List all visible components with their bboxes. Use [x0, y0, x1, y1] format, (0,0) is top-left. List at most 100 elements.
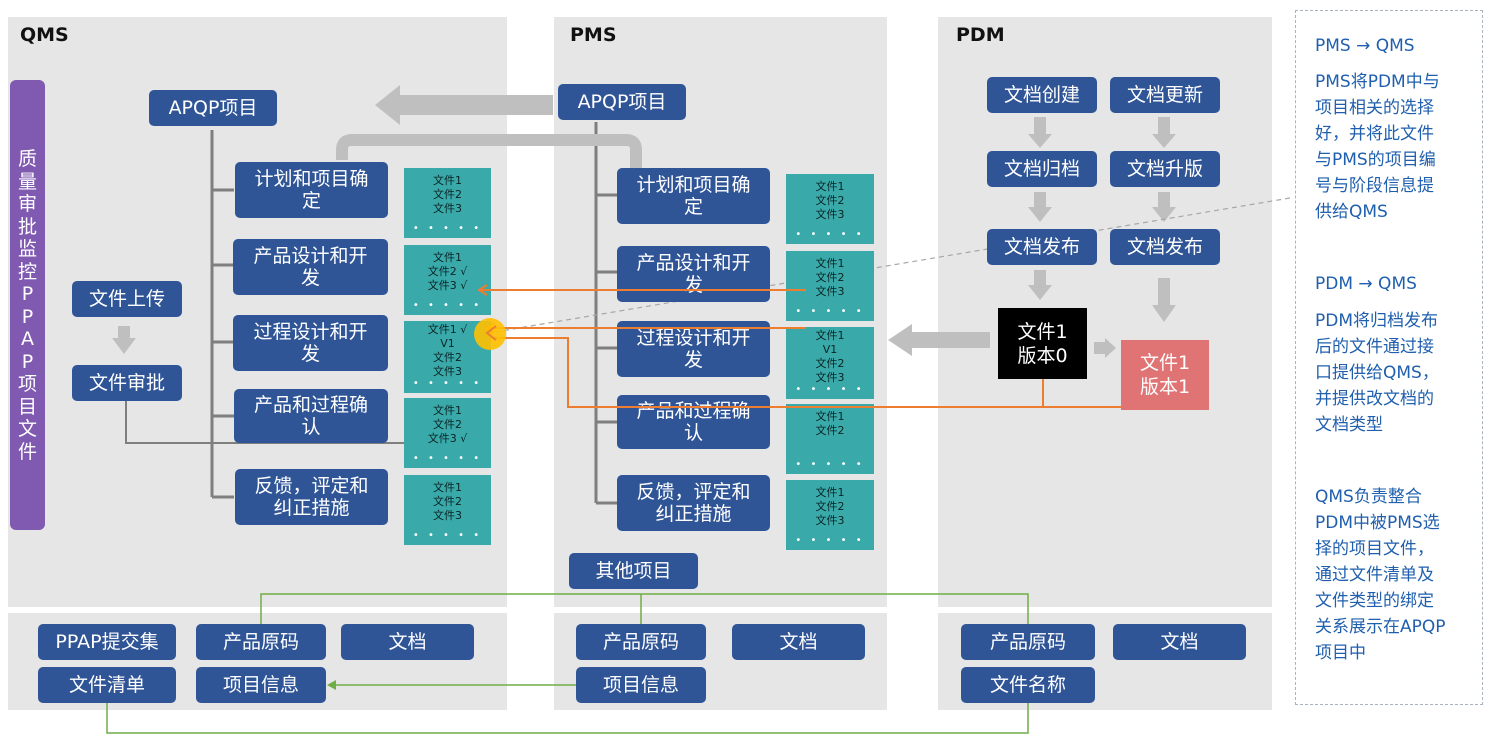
vertical-char: A — [21, 328, 34, 350]
vertical-char: P — [21, 283, 34, 305]
pms-phase-plan[interactable]: 计划和项目确 定 — [617, 168, 770, 224]
doc-more-dots: • • • • • — [795, 384, 865, 395]
doc-entry: 文件3 — [815, 208, 845, 221]
pms-phase-process-design[interactable]: 过程设计和开 发 — [617, 321, 770, 377]
pms-phase-feedback[interactable]: 反馈，评定和 纠正措施 — [617, 475, 770, 531]
pms-product-code[interactable]: 产品原码 — [576, 624, 706, 660]
doc-entry: 文件3 — [433, 365, 462, 378]
qms-phase-process-design[interactable]: 过程设计和开 发 — [233, 315, 388, 371]
doc-more-dots: • • • • • — [795, 535, 865, 546]
qms-product-code[interactable]: 产品原码 — [196, 624, 326, 660]
doc-more-dots: • • • • • — [412, 378, 483, 389]
pdm-title: PDM — [956, 24, 1005, 46]
doc-more-dots: • • • • • — [795, 306, 865, 317]
pdm-panel — [938, 17, 1272, 607]
qms-title: QMS — [20, 24, 69, 46]
pdm-doc-upgrade[interactable]: 文档升版 — [1110, 151, 1220, 187]
qms-file-list[interactable]: 文件清单 — [38, 667, 176, 703]
pdm-doc-update[interactable]: 文档更新 — [1110, 77, 1220, 113]
vertical-char: 批 — [17, 215, 37, 238]
file-upload-box[interactable]: 文件上传 — [72, 281, 182, 317]
doc-entry: 文件3 — [815, 285, 845, 298]
doc-entry: 文件1 — [433, 174, 462, 187]
note-2-body: PDM将归档发布 后的文件通过接 口提供给QMS， 并提供改文档的 文档类型 — [1315, 311, 1439, 435]
pms-apqp-project[interactable]: APQP项目 — [558, 84, 686, 120]
qms-phase-validation[interactable]: 产品和过程确 认 — [234, 389, 388, 443]
note-3-body: QMS负责整合 PDM中被PMS选 择的项目文件， 通过文件清单及 文件类型的绑… — [1315, 487, 1446, 663]
pms-title: PMS — [570, 24, 617, 46]
vertical-char: 控 — [17, 260, 37, 283]
doc-entry: 文件1 — [815, 180, 845, 193]
doc-more-dots: • • • • • — [412, 530, 483, 541]
doc-entry: 文件2 — [815, 194, 845, 207]
doc-entry: 文件2 — [433, 418, 462, 431]
qms-phase-product-design[interactable]: 产品设计和开 发 — [233, 239, 388, 295]
file-approve-box[interactable]: 文件审批 — [72, 365, 182, 401]
doc-entry: V1 — [440, 337, 455, 350]
qms-ppap-submission[interactable]: PPAP提交集 — [38, 624, 176, 660]
vertical-char: 质 — [17, 148, 37, 170]
qms-phase-feedback[interactable]: 反馈，评定和 纠正措施 — [235, 469, 388, 525]
doc-entry: 文件1 — [815, 410, 845, 423]
pms-phase-product-design[interactable]: 产品设计和开 发 — [617, 246, 770, 302]
doc-entry: 文件1 — [815, 486, 845, 499]
qms-apqp-project[interactable]: APQP项目 — [149, 90, 277, 126]
vertical-char: 监 — [17, 238, 37, 260]
doc-entry: 文件2 — [433, 188, 462, 201]
doc-entry: 文件3 √ — [427, 279, 468, 292]
pdm-doc-release-1[interactable]: 文档发布 — [987, 229, 1097, 265]
qms-document[interactable]: 文档 — [341, 624, 474, 660]
pms-document[interactable]: 文档 — [732, 624, 865, 660]
vertical-char: 文 — [17, 418, 37, 440]
doc-entry: 文件2 — [815, 500, 845, 513]
doc-entry: 文件1 — [433, 481, 462, 494]
doc-entry: 文件1 — [815, 257, 845, 270]
pdm-file-version-0[interactable]: 文件1 版本0 — [998, 308, 1087, 379]
pdm-doc-create[interactable]: 文档创建 — [987, 77, 1097, 113]
doc-entry: 文件3 — [815, 371, 845, 384]
note-1-title: PMS → QMS — [1315, 36, 1415, 56]
doc-more-dots: • • • • • — [795, 229, 865, 240]
doc-more-dots: • • • • • — [412, 300, 483, 311]
doc-more-dots: • • • • • — [795, 459, 865, 470]
note-2-title: PDM → QMS — [1315, 274, 1417, 294]
pdm-file-version-1[interactable]: 文件1 版本1 — [1121, 340, 1209, 410]
doc-entry: 文件2 — [815, 424, 845, 437]
qms-project-info[interactable]: 项目信息 — [196, 667, 326, 703]
vertical-char: 项 — [17, 373, 37, 395]
doc-entry: 文件3 — [433, 509, 462, 522]
pms-other-projects[interactable]: 其他项目 — [569, 553, 698, 589]
doc-entry: 文件1 — [815, 329, 845, 342]
pms-project-info[interactable]: 项目信息 — [576, 667, 706, 703]
doc-more-dots: • • • • • — [412, 223, 483, 234]
pdm-doc-release-2[interactable]: 文档发布 — [1110, 229, 1220, 265]
vertical-char: 审 — [17, 193, 37, 215]
pdm-product-code[interactable]: 产品原码 — [961, 624, 1095, 660]
doc-entry: 文件1 √ — [427, 323, 468, 336]
doc-entry: 文件3 √ — [427, 432, 468, 445]
pdm-file-name[interactable]: 文件名称 — [961, 667, 1095, 703]
pms-phase-validation[interactable]: 产品和过程确 认 — [617, 395, 770, 449]
pdm-document[interactable]: 文档 — [1113, 624, 1246, 660]
doc-entry: 文件1 — [433, 404, 462, 417]
vertical-char: P — [21, 350, 34, 373]
doc-entry: 文件2 — [815, 271, 845, 284]
qms-phase-plan[interactable]: 计划和项目确 定 — [235, 162, 388, 218]
doc-entry: 文件2 — [433, 495, 462, 508]
doc-more-dots: • • • • • — [412, 453, 483, 464]
vertical-char: P — [21, 305, 34, 328]
doc-entry: 文件3 — [815, 514, 845, 527]
pdm-doc-archive[interactable]: 文档归档 — [987, 151, 1097, 187]
doc-entry: 文件2 — [433, 351, 462, 364]
notes-panel — [1295, 10, 1483, 705]
doc-entry: 文件2 — [815, 357, 845, 370]
